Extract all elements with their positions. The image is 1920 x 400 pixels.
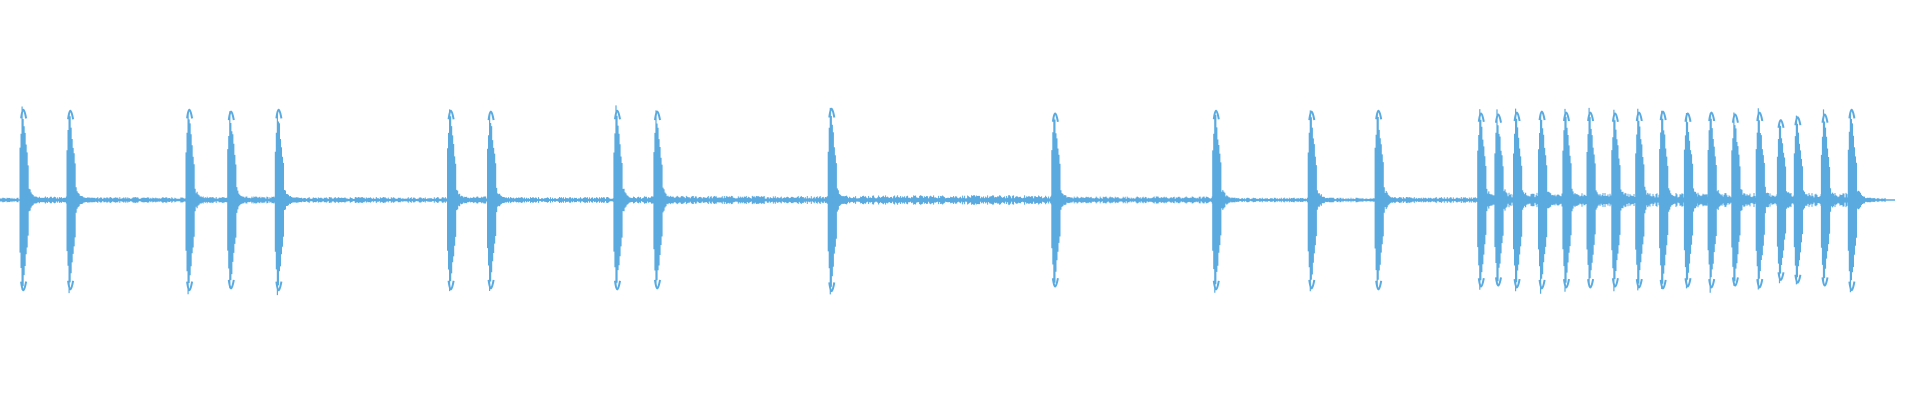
waveform-transient [1683, 112, 1712, 289]
waveform-noise-segment [496, 197, 616, 203]
waveform-noise-segment [0, 197, 19, 203]
waveform-transient [1635, 108, 1663, 291]
waveform-transient [19, 106, 47, 292]
waveform-transient [653, 110, 681, 290]
waveform-transient [1212, 109, 1240, 293]
waveform-transient [1731, 112, 1759, 287]
waveform-transient [1307, 110, 1335, 292]
waveform-transient [1659, 110, 1687, 290]
waveform-transient [227, 110, 255, 290]
waveform-noise-segment [1060, 196, 1215, 204]
waveform-transient [1847, 108, 1875, 293]
waveform-transients-layer [19, 105, 1875, 296]
waveform-transient [1611, 109, 1639, 292]
waveform-transient [1586, 107, 1614, 289]
waveform-transient [1793, 115, 1821, 285]
waveform-transient [487, 110, 515, 291]
waveform-transient [447, 109, 475, 292]
waveform-transient [1538, 110, 1566, 294]
waveform-transient [613, 105, 641, 291]
waveform-transient [1562, 108, 1590, 292]
waveform-transient [1820, 109, 1849, 287]
waveform-noise-segment [283, 197, 449, 203]
waveform-transient [185, 108, 213, 295]
waveform-transient [1374, 109, 1402, 291]
waveform-noise-segment [837, 195, 1055, 205]
waveform-transient [827, 107, 855, 295]
waveform-transient [274, 108, 302, 296]
waveform-transient [66, 109, 94, 294]
waveform-transient [1513, 108, 1541, 292]
waveform-noise-segment [662, 195, 830, 205]
waveform-transient [1051, 112, 1079, 288]
waveform-transient [1707, 111, 1735, 293]
